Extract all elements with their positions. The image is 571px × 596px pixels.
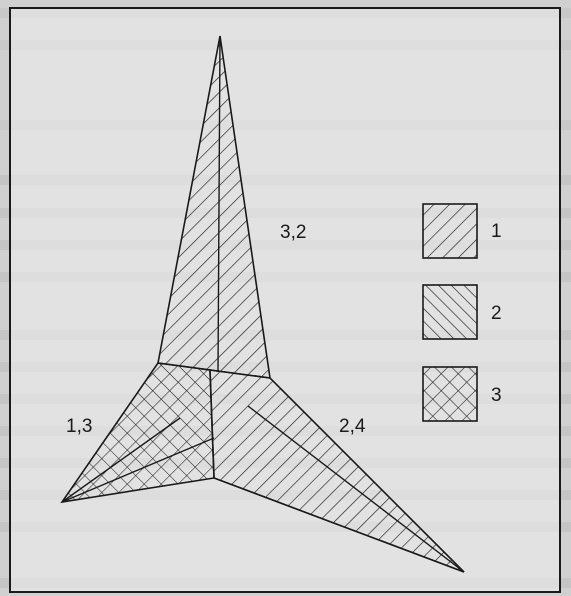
left-wing-divider-a: [61, 417, 181, 503]
upper-spike-divider: [217, 35, 221, 373]
region-label-upper: 3,2: [280, 222, 306, 243]
left-wing-divider-b: [61, 437, 215, 503]
region-left-wing: [60, 362, 215, 504]
legend-swatch-3: [422, 366, 478, 422]
region-label-right: 2,4: [339, 416, 366, 437]
legend-label-3: 3: [491, 385, 502, 406]
right-wing-divider-b: [213, 477, 465, 573]
legend-label-1: 1: [491, 221, 502, 242]
legend-swatch-1: [422, 203, 478, 259]
right-wing-divider-a: [247, 405, 465, 573]
legend: 1 2 3: [422, 203, 502, 422]
region-right-wing: [209, 369, 465, 573]
legend-swatch-2: [422, 284, 478, 340]
legend-label-2: 2: [491, 303, 502, 324]
region-label-left: 1,3: [66, 416, 92, 437]
